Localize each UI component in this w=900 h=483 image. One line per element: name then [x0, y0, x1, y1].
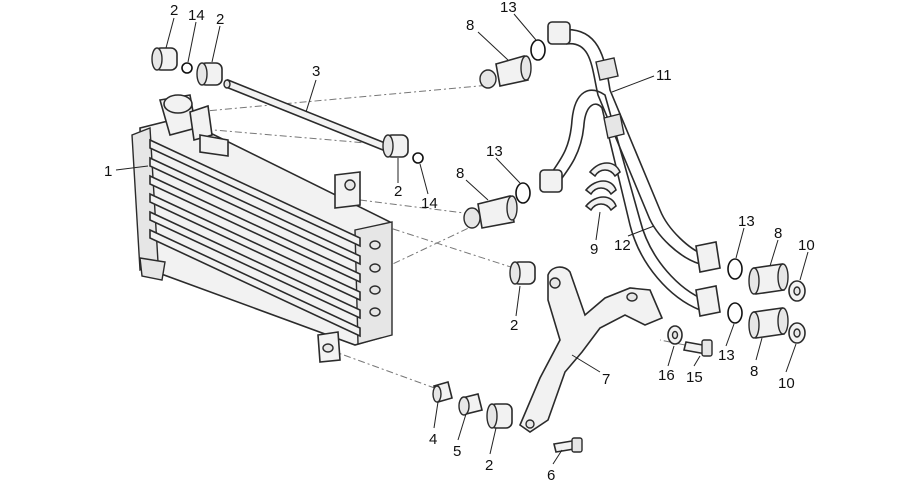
label-10b: 10	[778, 375, 795, 392]
rod	[223, 78, 386, 152]
label-2e: 2	[485, 457, 493, 474]
label-13c: 13	[738, 213, 755, 230]
label-9: 9	[590, 241, 598, 258]
cooler-fins	[149, 138, 361, 338]
label-13d: 13	[718, 347, 735, 364]
label-14b: 14	[421, 195, 438, 212]
label-12: 12	[614, 237, 631, 254]
label-8d: 8	[750, 363, 758, 380]
bolt-bottom	[553, 437, 583, 453]
label-8c: 8	[774, 225, 782, 242]
washers	[788, 280, 806, 344]
label-15: 15	[686, 369, 703, 386]
fitting-mid	[463, 195, 518, 229]
support-bracket	[519, 266, 664, 433]
grommet-top-right	[196, 62, 223, 86]
label-2c: 2	[394, 183, 402, 200]
label-2a: 2	[170, 2, 178, 19]
grommets	[151, 47, 536, 429]
grommet-bracket	[509, 261, 536, 285]
label-3: 3	[312, 63, 320, 80]
label-6: 6	[547, 467, 555, 483]
label-11: 11	[656, 67, 672, 84]
hose-lower	[539, 89, 721, 317]
label-14a: 14	[188, 7, 205, 24]
fittings	[463, 54, 789, 339]
washer-small	[667, 325, 683, 345]
label-2b: 2	[216, 11, 224, 28]
hose-upper	[547, 21, 721, 273]
label-7: 7	[602, 371, 610, 388]
label-16: 16	[658, 367, 675, 384]
label-1: 1	[104, 163, 112, 180]
spacer	[458, 393, 483, 416]
label-10a: 10	[798, 237, 815, 254]
bolt-right	[683, 339, 713, 357]
fitting-top	[479, 54, 532, 89]
label-8b: 8	[456, 165, 464, 182]
label-2d: 2	[510, 317, 518, 334]
part-labels: 2 14 2 3 1 2 14 8 13 11 13 8 9 12 13 8 1…	[104, 0, 815, 483]
nut	[432, 381, 453, 403]
cooler-side-holes	[369, 240, 381, 317]
grommet-mid	[382, 134, 409, 158]
clips	[181, 62, 424, 164]
hardware	[432, 325, 713, 453]
fitting-right-upper	[748, 263, 789, 295]
hose-clamp	[584, 162, 621, 212]
leader-lines	[115, 13, 809, 465]
grommet-bottom	[486, 403, 513, 429]
oil-hoses	[539, 21, 721, 317]
label-13a: 13	[500, 0, 517, 16]
fitting-right-lower	[748, 307, 789, 339]
label-8a: 8	[466, 17, 474, 34]
oil-cooler	[131, 94, 393, 363]
grommet-top-left	[151, 47, 178, 71]
label-5: 5	[453, 443, 461, 460]
label-4: 4	[429, 431, 437, 448]
o-rings	[515, 39, 743, 324]
label-13b: 13	[486, 143, 503, 160]
alignment-lines	[189, 84, 701, 391]
